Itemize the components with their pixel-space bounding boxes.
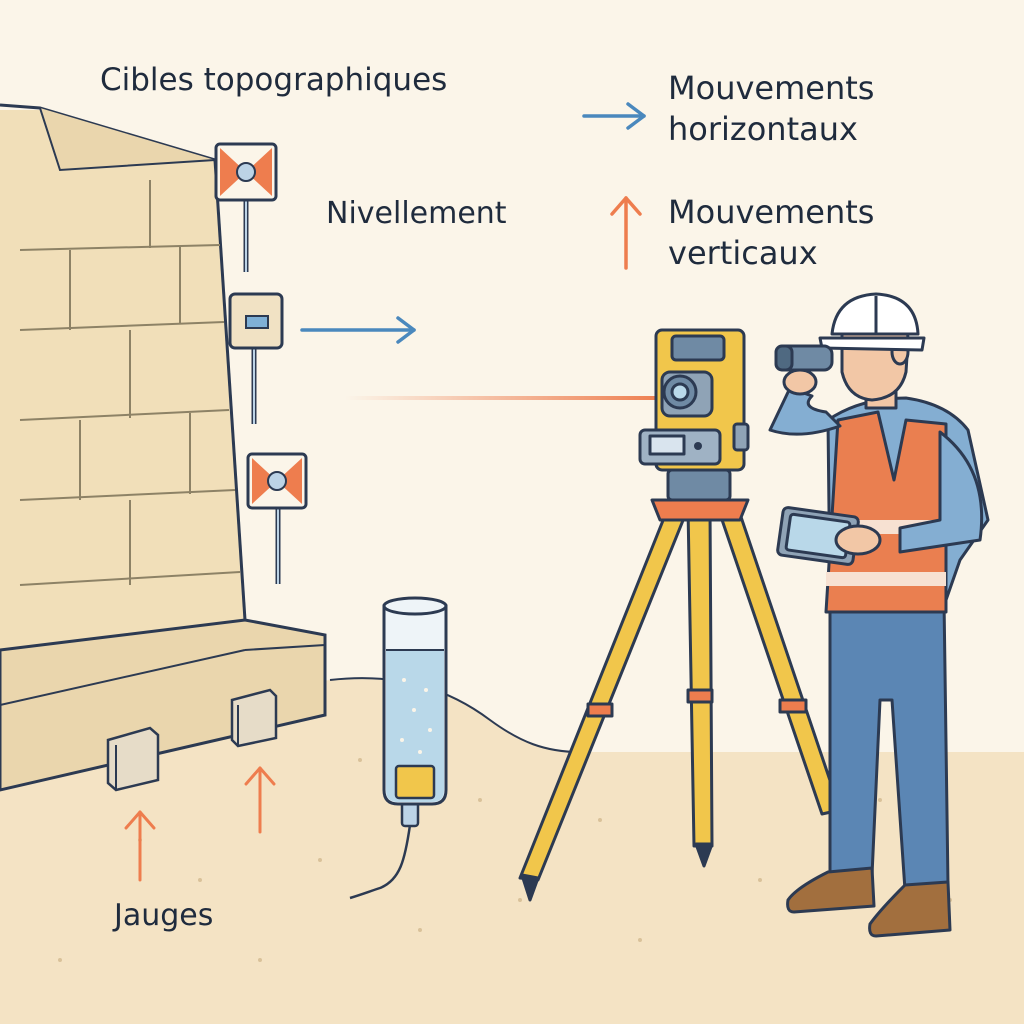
laser-beam (345, 396, 665, 400)
gauge-arrow-1 (124, 810, 156, 882)
crack-gauge-1 (106, 726, 160, 792)
legend-vertical-movements: Mouvements verticaux (668, 192, 874, 273)
tripod-icon (518, 468, 842, 902)
gauge-arrow-2 (244, 766, 276, 834)
water-level-gauge-icon (349, 596, 448, 900)
ground (0, 677, 1024, 1024)
legend-vertical-line1: Mouvements (668, 193, 875, 231)
arrow-right-icon (582, 102, 646, 130)
reflective-target-icon (246, 452, 308, 584)
legend-horizontal-line1: Mouvements (668, 69, 875, 107)
horizontal-movement-arrow (300, 316, 416, 344)
prism-target-icon (228, 292, 284, 424)
gauges-label: Jauges (114, 898, 214, 933)
arrow-up-icon (610, 196, 642, 270)
legend-vertical-line2: verticaux (668, 233, 818, 272)
total-station-icon (638, 328, 750, 472)
legend-horizontal-line2: horizontaux (668, 109, 858, 148)
survey-targets-label: Cibles topographiques (100, 62, 448, 98)
surveyor-figure (768, 292, 990, 938)
legend-horizontal-movements: Mouvements horizontaux (668, 68, 874, 149)
crack-gauge-2 (230, 688, 278, 748)
leveling-label: Nivellement (326, 196, 507, 231)
reflective-target-icon (214, 142, 278, 272)
masonry-wall (0, 103, 327, 792)
